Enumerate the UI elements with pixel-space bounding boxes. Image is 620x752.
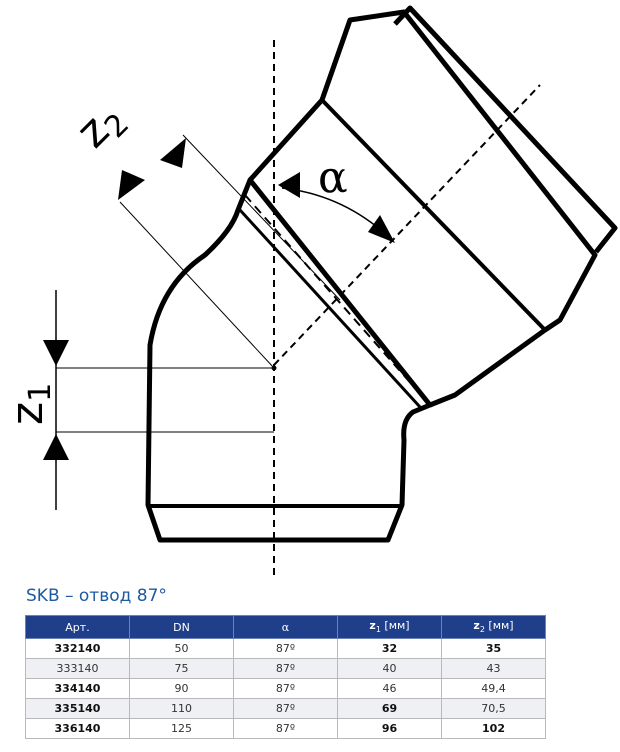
z2-arrow-a	[118, 170, 145, 200]
table-cell: 336140	[25, 718, 130, 739]
table-header-cell: α	[233, 615, 338, 639]
label-alpha: α	[318, 152, 348, 203]
pipe-bend-diagram: z2 z1 α	[2, 5, 618, 575]
table-header-cell: DN	[129, 615, 234, 639]
table-header-cell: z2 [мм]	[441, 615, 546, 639]
socket-rim	[393, 5, 618, 254]
table-cell: 87º	[233, 678, 338, 699]
table-cell: 334140	[25, 678, 130, 699]
pipe-body-outline	[145, 177, 433, 543]
table-cell: 90	[129, 678, 234, 699]
alpha-arrow-right	[368, 215, 395, 243]
table-header-cell: z1 [мм]	[337, 615, 442, 639]
table-cell: 70,5	[441, 698, 546, 719]
table-cell: 102	[441, 718, 546, 739]
table-cell: 40	[337, 658, 442, 679]
z2-arrow-b	[160, 138, 186, 168]
table-cell: 46	[337, 678, 442, 699]
z1-arrow-bottom	[43, 434, 69, 460]
seal-line	[238, 208, 422, 409]
table-cell: 87º	[233, 718, 338, 739]
z2-extension-a	[119, 201, 275, 369]
table-cell: 125	[129, 718, 234, 739]
table-cell: 87º	[233, 698, 338, 719]
table-cell: 50	[129, 638, 234, 659]
table-cell: 96	[337, 718, 442, 739]
table-cell: 110	[129, 698, 234, 719]
table-cell: 35	[441, 638, 546, 659]
table-cell: 87º	[233, 638, 338, 659]
z1-arrow-top	[43, 340, 69, 366]
table-cell: 335140	[25, 698, 130, 719]
label-z2: z2	[67, 92, 136, 161]
table-cell: 75	[129, 658, 234, 679]
socket-shoulder	[320, 98, 547, 332]
alpha-arrow-left	[278, 172, 300, 198]
table-cell: 43	[441, 658, 546, 679]
product-title: SKB – отвод 87°	[26, 586, 167, 606]
table-cell: 49,4	[441, 678, 546, 699]
table-cell: 332140	[25, 638, 130, 659]
z2-extension-b	[182, 134, 341, 301]
table-cell: 333140	[25, 658, 130, 679]
table-cell: 32	[337, 638, 442, 659]
label-z1: z1	[2, 383, 58, 425]
table-cell: 87º	[233, 658, 338, 679]
inclined-axis-line	[273, 84, 541, 366]
socket-outline	[248, 9, 598, 408]
seal-dashed-line	[244, 194, 431, 406]
table-cell: 69	[337, 698, 442, 719]
table-header-cell: Арт.	[25, 615, 130, 639]
